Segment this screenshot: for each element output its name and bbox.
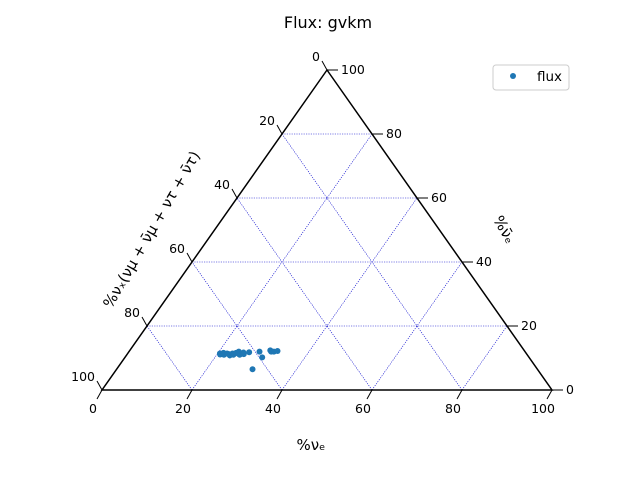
axis-ticks: 0 0 0 20 20 20 40 40 40 60 60 60 80 80 80 100 100 100 bbox=[71, 49, 574, 416]
bottom-tick-label: 0 bbox=[89, 401, 97, 416]
grid-line-nue bbox=[281, 197, 418, 391]
right-tick-label: 20 bbox=[521, 318, 537, 333]
bottom-tick-label: 40 bbox=[265, 401, 281, 416]
data-point bbox=[259, 354, 266, 361]
bottom-tick bbox=[276, 389, 283, 400]
left-tick bbox=[231, 188, 238, 199]
data-points bbox=[216, 347, 281, 373]
left-tick-label: 0 bbox=[312, 49, 320, 64]
bottom-tick-label: 60 bbox=[355, 401, 371, 416]
grid-line-nux bbox=[146, 325, 193, 391]
legend-box bbox=[492, 64, 570, 91]
left-axis-label: %νₓ(νμ + ν̄μ + ντ + ν̄τ) bbox=[99, 148, 204, 311]
data-point bbox=[240, 351, 247, 358]
bottom-tick-label: 100 bbox=[531, 401, 555, 416]
data-point bbox=[246, 349, 253, 356]
right-tick-label: 40 bbox=[476, 254, 492, 269]
right-tick-label: 0 bbox=[566, 382, 574, 397]
triangle-frame bbox=[100, 68, 554, 391]
left-tick-label: 40 bbox=[214, 177, 230, 192]
right-axis-label: %ν̄ₑ bbox=[489, 212, 519, 246]
right-tick-label: 100 bbox=[341, 62, 365, 77]
grid-line-nux bbox=[236, 197, 373, 391]
data-point bbox=[274, 347, 281, 354]
bottom-tick-label: 80 bbox=[445, 401, 461, 416]
grid-line-nue bbox=[371, 261, 463, 391]
left-tick bbox=[321, 60, 328, 71]
bottom-tick bbox=[186, 389, 193, 400]
legend-marker bbox=[510, 73, 516, 79]
left-tick-label: 100 bbox=[71, 369, 95, 384]
data-point bbox=[256, 348, 263, 355]
left-tick bbox=[276, 124, 283, 135]
bottom-tick bbox=[96, 389, 103, 400]
left-tick-label: 60 bbox=[169, 241, 185, 256]
bottom-tick bbox=[456, 389, 463, 400]
legend: flux bbox=[492, 64, 570, 91]
bottom-axis-label: %νₑ bbox=[297, 436, 326, 454]
chart-title: Flux: gvkm bbox=[284, 13, 372, 32]
grid-line-nue bbox=[461, 325, 508, 391]
bottom-tick bbox=[546, 389, 553, 400]
legend-label: flux bbox=[537, 69, 562, 85]
left-tick bbox=[141, 316, 148, 327]
grid-line-nux bbox=[191, 261, 283, 391]
left-tick bbox=[96, 380, 103, 391]
left-tick bbox=[186, 252, 193, 263]
bottom-tick bbox=[366, 389, 373, 400]
right-tick-label: 80 bbox=[386, 126, 402, 141]
right-tick-label: 60 bbox=[431, 190, 447, 205]
left-tick-label: 20 bbox=[259, 113, 275, 128]
data-point bbox=[249, 366, 256, 373]
grid-lines bbox=[146, 133, 508, 391]
left-tick-label: 80 bbox=[124, 305, 140, 320]
bottom-tick-label: 20 bbox=[175, 401, 191, 416]
